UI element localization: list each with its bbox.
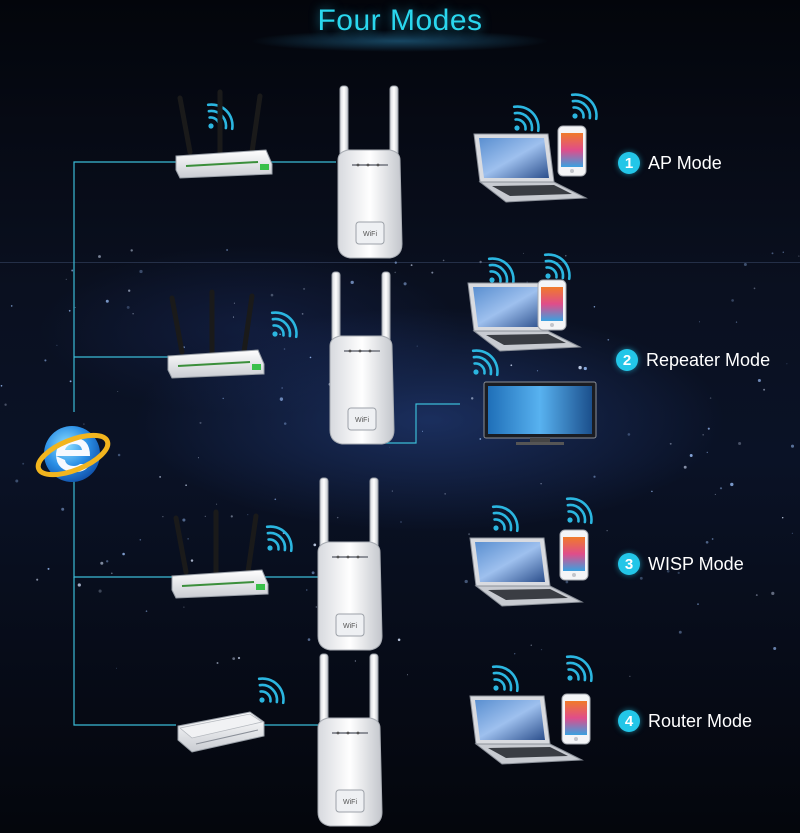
mode-3-devices xyxy=(172,478,597,650)
wifi-icon xyxy=(545,249,575,279)
modem-icon xyxy=(178,712,264,752)
wifi-icon xyxy=(567,493,597,523)
router-icon xyxy=(176,92,272,178)
mode-number-badge: 3 xyxy=(618,553,640,575)
mode-number-badge: 1 xyxy=(618,152,640,174)
wifi-icon xyxy=(493,661,523,691)
wifi-icon xyxy=(567,651,597,681)
router-icon xyxy=(172,512,268,598)
wifi-icon xyxy=(272,307,302,337)
repeater-icon xyxy=(318,478,382,650)
mode-label: WISP Mode xyxy=(648,554,744,575)
mode-number-badge: 4 xyxy=(618,710,640,732)
mode-1-devices xyxy=(176,86,602,258)
mode-1: 1 AP Mode xyxy=(618,152,722,174)
wifi-icon xyxy=(489,253,519,283)
repeater-icon xyxy=(318,654,382,826)
repeater-icon xyxy=(330,272,394,444)
mode-3: 3 WISP Mode xyxy=(618,553,744,575)
mode-4: 4 Router Mode xyxy=(618,710,752,732)
line-mode-1 xyxy=(74,162,178,412)
wifi-icon xyxy=(259,673,289,703)
smartphone-icon xyxy=(538,280,566,330)
smartphone-icon xyxy=(560,530,588,580)
mode-label: Repeater Mode xyxy=(646,350,770,371)
router-icon xyxy=(168,292,264,378)
mode-number-badge: 2 xyxy=(616,349,638,371)
mode-label: AP Mode xyxy=(648,153,722,174)
smart-tv-icon xyxy=(484,382,596,445)
mode-2-devices xyxy=(168,249,596,445)
wifi-icon xyxy=(514,101,544,131)
wifi-icon xyxy=(208,99,238,129)
internet-explorer-icon xyxy=(34,418,112,488)
smartphone-icon xyxy=(562,694,590,744)
wifi-icon xyxy=(493,501,523,531)
smartphone-icon xyxy=(558,126,586,176)
line-mode-4 xyxy=(74,577,176,725)
mode-label: Router Mode xyxy=(648,711,752,732)
repeater-icon xyxy=(338,86,402,258)
wifi-icon xyxy=(267,521,297,551)
mode-4-devices xyxy=(178,651,597,826)
wifi-icon xyxy=(572,89,602,119)
mode-2: 2 Repeater Mode xyxy=(616,349,770,371)
